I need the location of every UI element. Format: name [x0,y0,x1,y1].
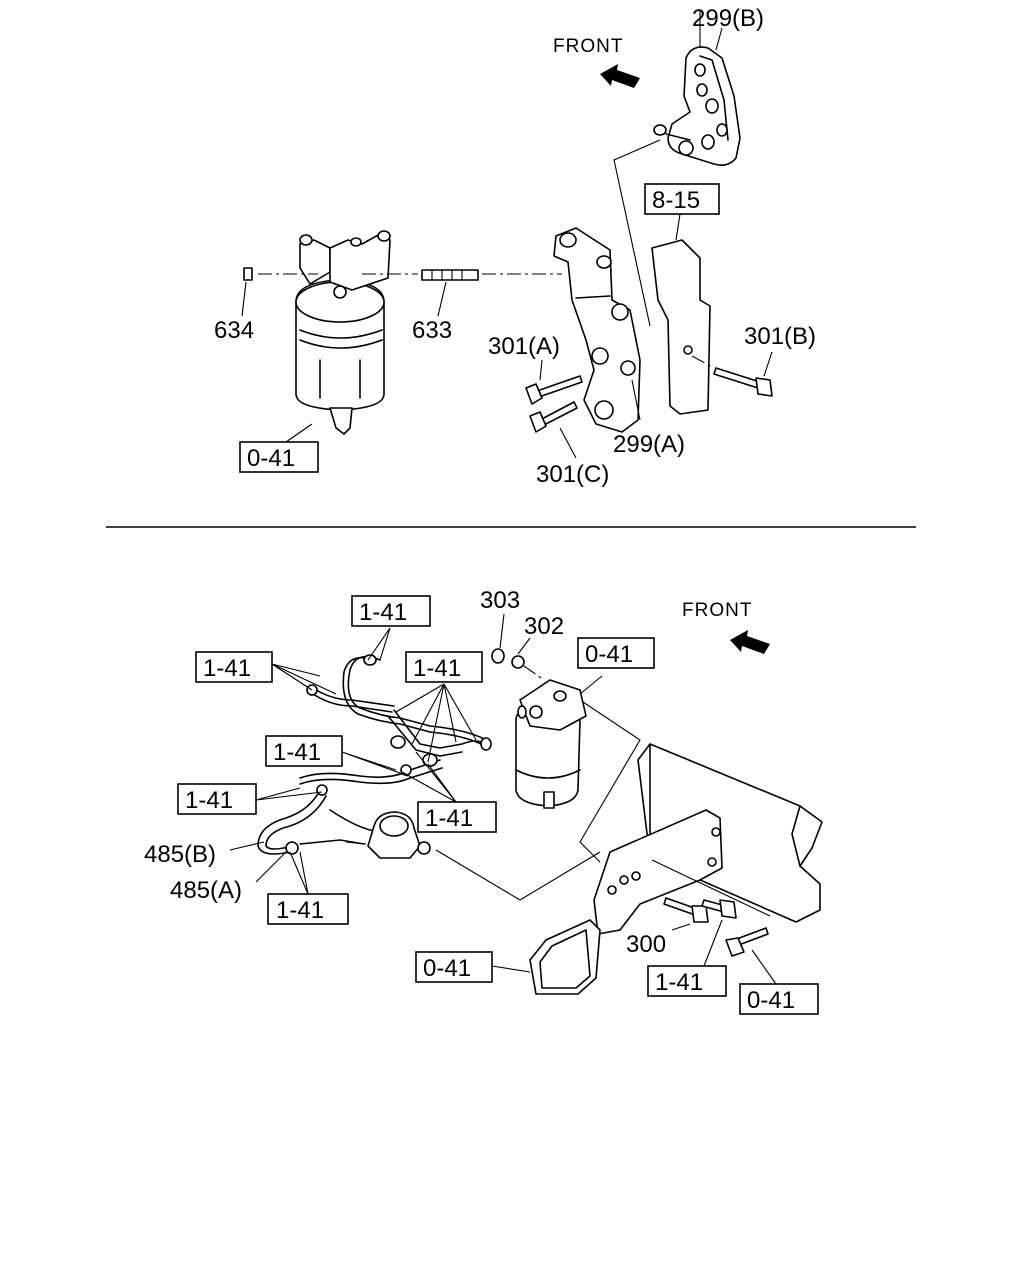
label-1-41-e: 1-41 [185,787,233,814]
label-299a: 299(A) [613,431,685,458]
callout-1-41-a [351,595,431,627]
callout-1-41-c [405,651,483,683]
callout-1-41-d [265,735,343,767]
label-301a: 301(A) [488,333,560,360]
label-634: 634 [214,317,254,344]
label-1-41-a: 1-41 [359,599,407,626]
label-303: 303 [480,587,520,614]
label-485a: 485(A) [170,877,242,904]
bottom-diagram: FRONT 0-41 300 [144,587,823,1015]
callout-0-41-bolt [739,983,819,1015]
nut-303 [491,648,505,664]
label-633: 633 [412,317,452,344]
bracket-299a [553,227,641,433]
bolt-301b [713,367,773,397]
label-0-41-bracket: 0-41 [423,955,471,982]
label-301c: 301(C) [536,461,609,488]
callout-1-41-g [267,893,349,925]
label-1-41-d: 1-41 [273,739,321,766]
bolt-301a [525,375,583,405]
fuel-filter-bottom [515,679,587,809]
label-1-41-bolt: 1-41 [655,969,703,996]
label-1-41-f: 1-41 [425,805,473,832]
bolt-0-41 [725,927,769,957]
callout-0-41-filter [577,637,655,669]
label-0-41-top: 0-41 [247,445,295,472]
sedimenter-bracket [529,919,601,995]
front-arrow-bottom [730,630,770,654]
top-diagram: FRONT 299(B) 8-15 [214,5,816,488]
frame-bracket-8-15 [651,239,711,415]
label-301b: 301(B) [744,323,816,350]
front-arrow-top [600,64,640,88]
part-634 [243,267,253,281]
fuel-hoses [257,654,492,855]
priming-pump [367,811,431,859]
bolt-301c [529,401,578,433]
callout-0-41-top [239,441,319,473]
fuel-filter-top [295,230,391,435]
label-8-15: 8-15 [652,187,700,214]
front-label-top: FRONT [553,36,623,57]
bolt-1-41 [701,899,737,919]
front-label-bottom: FRONT [682,600,752,621]
label-485b: 485(B) [144,841,216,868]
callout-8-15 [644,183,720,215]
label-1-41-b: 1-41 [203,655,251,682]
label-1-41-c: 1-41 [413,655,461,682]
part-633 [421,269,479,281]
label-0-41-bolt: 0-41 [747,987,795,1014]
bracket-299b [653,46,741,166]
bolt-300 [663,897,709,923]
filter-mount-bracket [593,809,723,935]
callout-1-41-e [177,783,257,815]
callout-1-41-b [195,651,273,683]
callout-0-41-bracket [415,951,493,983]
callout-1-41-f [417,801,497,833]
label-0-41-filter: 0-41 [585,641,633,668]
washer-302 [511,655,525,669]
label-299b: 299(B) [692,5,764,32]
label-1-41-g: 1-41 [276,897,324,924]
label-302: 302 [524,613,564,640]
label-300: 300 [626,931,666,958]
callout-1-41-bolt [647,965,727,997]
